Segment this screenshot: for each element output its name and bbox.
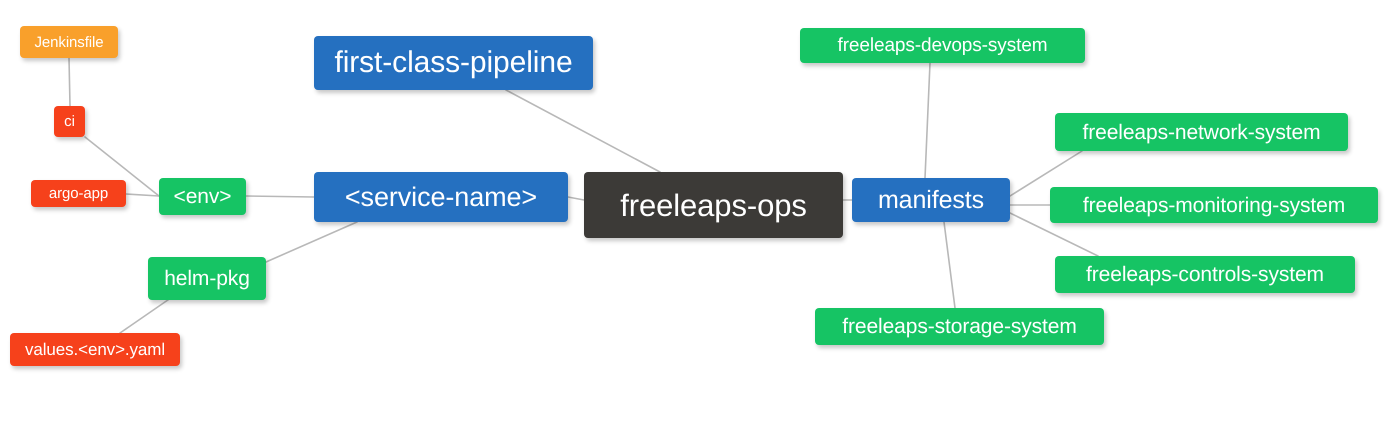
node-label-storage-system: freeleaps-storage-system xyxy=(842,315,1077,338)
edge-manifests-to-storage-system xyxy=(943,221,956,309)
node-freeleaps-ops[interactable]: freeleaps-ops xyxy=(584,172,843,238)
node-label-first-class-pipeline: first-class-pipeline xyxy=(334,46,573,79)
edge-jenkinsfile-to-ci xyxy=(68,57,71,107)
node-controls-system[interactable]: freeleaps-controls-system xyxy=(1055,256,1355,293)
node-label-service-name: <service-name> xyxy=(344,181,538,212)
node-label-manifests: manifests xyxy=(877,185,985,214)
edge-service-name-to-helm-pkg xyxy=(265,221,358,263)
node-manifests[interactable]: manifests xyxy=(852,178,1010,222)
node-label-network-system: freeleaps-network-system xyxy=(1082,120,1321,144)
node-label-jenkinsfile: Jenkinsfile xyxy=(34,33,104,51)
node-label-freeleaps-ops: freeleaps-ops xyxy=(620,187,807,223)
node-helm-pkg[interactable]: helm-pkg xyxy=(148,257,266,300)
node-label-values-yaml: values.<env>.yaml xyxy=(24,340,166,359)
node-label-helm-pkg: helm-pkg xyxy=(164,267,250,290)
node-values-yaml[interactable]: values.<env>.yaml xyxy=(10,333,180,366)
edge-argo-app-to-env xyxy=(125,193,160,197)
node-first-class-pipeline[interactable]: first-class-pipeline xyxy=(314,36,593,90)
node-label-devops-system: freeleaps-devops-system xyxy=(837,35,1048,56)
node-network-system[interactable]: freeleaps-network-system xyxy=(1055,113,1348,151)
edge-env-to-service-name xyxy=(245,195,315,198)
node-label-ci: ci xyxy=(64,113,75,130)
edge-first-class-pipeline-to-freeleaps-ops xyxy=(505,89,661,173)
node-storage-system[interactable]: freeleaps-storage-system xyxy=(815,308,1104,345)
node-env[interactable]: <env> xyxy=(159,178,246,215)
node-jenkinsfile[interactable]: Jenkinsfile xyxy=(20,26,118,58)
node-label-argo-app: argo-app xyxy=(48,185,109,202)
edge-service-name-to-freeleaps-ops xyxy=(567,196,585,201)
node-label-env: <env> xyxy=(173,185,232,208)
edge-manifests-to-devops-system xyxy=(924,62,931,179)
node-devops-system[interactable]: freeleaps-devops-system xyxy=(800,28,1085,63)
node-monitoring-system[interactable]: freeleaps-monitoring-system xyxy=(1050,187,1378,223)
node-label-controls-system: freeleaps-controls-system xyxy=(1086,263,1324,286)
node-argo-app[interactable]: argo-app xyxy=(31,180,126,207)
node-label-monitoring-system: freeleaps-monitoring-system xyxy=(1082,193,1346,217)
node-service-name[interactable]: <service-name> xyxy=(314,172,568,222)
node-ci[interactable]: ci xyxy=(54,106,85,137)
